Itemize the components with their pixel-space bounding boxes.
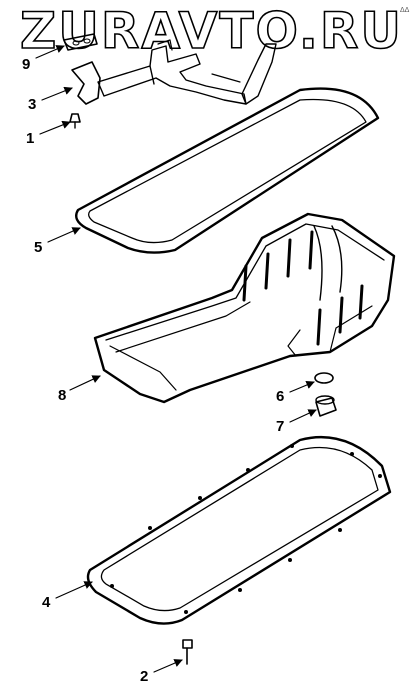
callout-1: 1 xyxy=(26,130,34,147)
callout-8: 8 xyxy=(58,387,66,404)
callout-5: 5 xyxy=(34,239,42,256)
callout-7: 7 xyxy=(276,418,284,435)
callout-2: 2 xyxy=(140,668,148,685)
part-oil-pickup-tube xyxy=(71,39,277,105)
part-drain-plug xyxy=(315,395,337,417)
part-o-ring xyxy=(314,372,334,384)
watermark-text: ZURAVTO.RU xyxy=(20,2,403,60)
callout-9: 9 xyxy=(22,56,30,73)
callout-4: 4 xyxy=(42,594,51,611)
part-oil-pan xyxy=(93,212,396,404)
callout-3: 3 xyxy=(28,96,36,113)
callout-labels: 9 3 1 5 8 6 7 4 2 xyxy=(22,56,284,685)
part-bolt-small xyxy=(69,113,81,129)
part-upper-gasket xyxy=(75,87,380,254)
part-bracket xyxy=(63,33,98,51)
corner-mark: ΔΔ xyxy=(400,7,410,14)
part-bolt-lower xyxy=(182,639,193,665)
part-lower-gasket xyxy=(86,436,392,625)
callout-6: 6 xyxy=(276,388,284,405)
leader-lines xyxy=(35,45,317,673)
